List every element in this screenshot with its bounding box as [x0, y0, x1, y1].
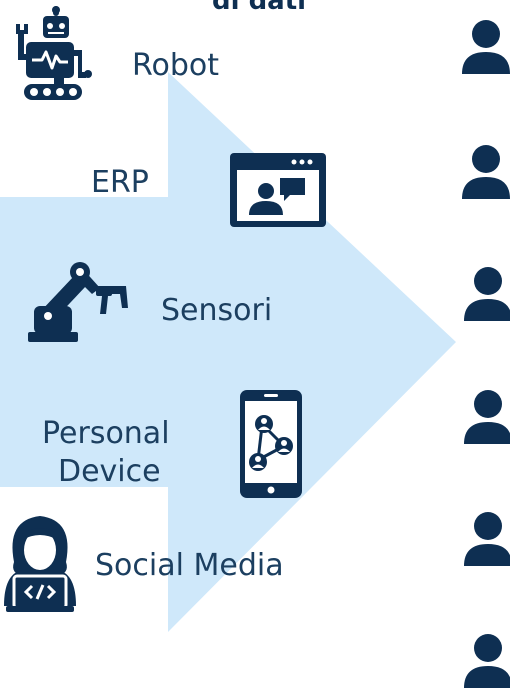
label-erp: ERP — [91, 165, 149, 200]
smartphone-network-icon — [240, 390, 302, 498]
label-robot: Robot — [132, 48, 220, 83]
label-social-media: Social Media — [95, 548, 284, 583]
person-icon — [462, 20, 510, 74]
header-title-fragment: di dati — [212, 0, 307, 16]
person-icon — [464, 512, 510, 566]
person-icon — [462, 145, 510, 199]
label-device: Device — [58, 454, 161, 489]
developer-laptop-icon — [4, 516, 76, 612]
person-icon — [464, 267, 510, 321]
person-icon — [464, 390, 510, 444]
label-sensori: Sensori — [161, 293, 273, 328]
robot-icon — [16, 6, 92, 100]
label-personal: Personal — [42, 416, 170, 451]
video-call-window-icon — [230, 153, 326, 227]
robotic-arm-icon — [28, 262, 128, 342]
person-icon — [464, 634, 510, 688]
